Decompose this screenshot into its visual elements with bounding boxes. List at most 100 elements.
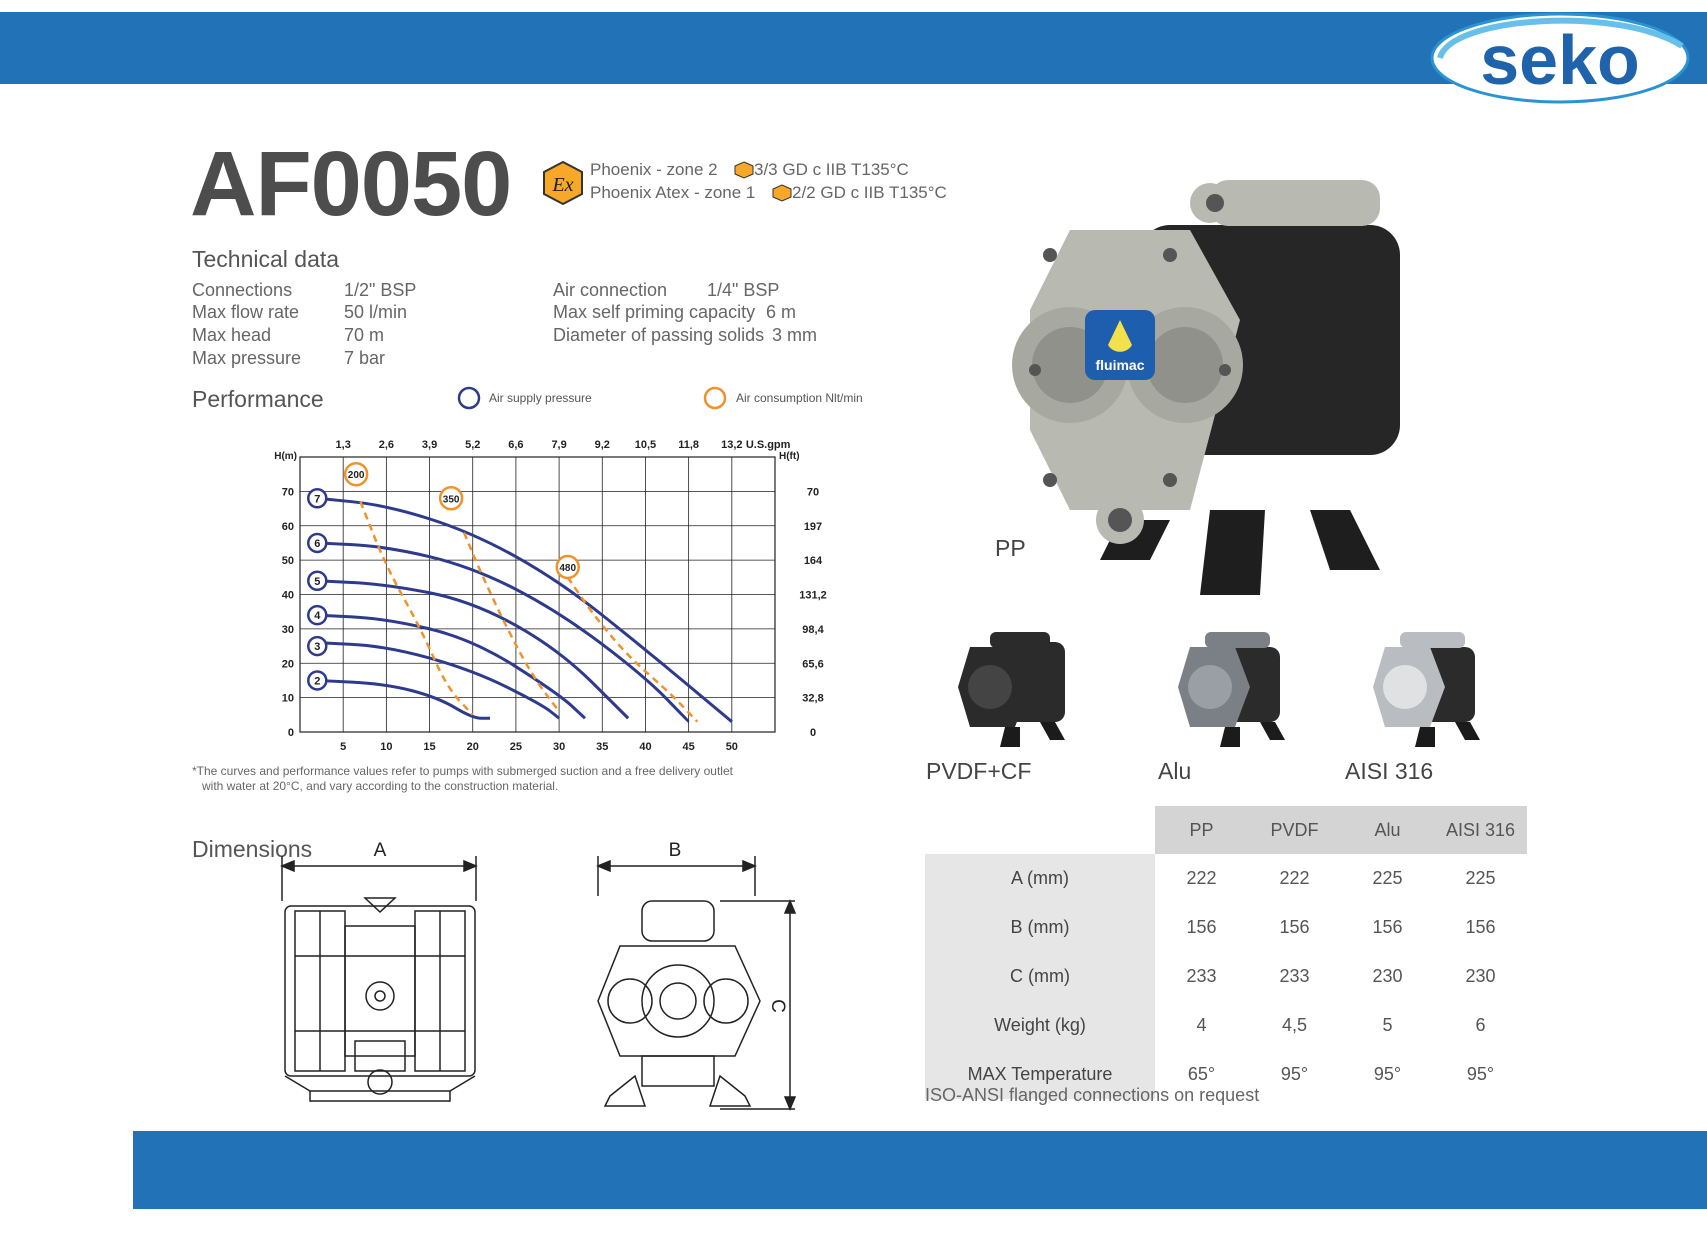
- chart-series: [317, 496, 733, 723]
- top-tick-label: 7,9: [551, 439, 566, 451]
- table-cell: 95°: [1466, 1064, 1495, 1084]
- table-cell: 233: [1279, 966, 1310, 986]
- y-tick-label: 30: [282, 624, 294, 636]
- table-header-pvdf: PVDF: [1248, 806, 1341, 854]
- consumption-curve-350: [462, 532, 561, 713]
- table-header-row: PP PVDF Alu AISI 316: [925, 806, 1527, 854]
- pressure-marker-2: [307, 670, 328, 691]
- table-cell: 222: [1279, 868, 1310, 888]
- table-cell: 156: [1372, 917, 1403, 937]
- chart-grid: [299, 456, 776, 733]
- x-tick-label: 5: [340, 741, 346, 753]
- y-tick-label: 40: [282, 590, 294, 602]
- y-tick-label: 60: [282, 521, 294, 533]
- dimensions-table: PP PVDF Alu AISI 316 A (mm) 222 222 225 …: [925, 806, 1527, 1099]
- x-tick-label: 15: [423, 741, 435, 753]
- consumption-curve-200: [359, 501, 474, 716]
- table-cell: 156: [1279, 917, 1310, 937]
- pressure-marker-3: [307, 635, 328, 657]
- consumption-marker-200: [343, 461, 369, 487]
- spec-value-connections: 1/2" BSP: [344, 280, 417, 300]
- table-header-blank: [925, 806, 1155, 854]
- photo-label-pp: PP: [995, 535, 1026, 561]
- x-tick-label: 40: [639, 741, 651, 753]
- ex-small-icon: [734, 161, 754, 179]
- top-tick-label: 9,2: [595, 439, 610, 451]
- table-cell: 233: [1186, 966, 1217, 986]
- table-header-alu: Alu: [1341, 806, 1434, 854]
- table-row: A (mm) 222 222 225 225: [925, 854, 1527, 903]
- top-tick-label: 10,5: [635, 439, 656, 451]
- cert-line2-label: Phoenix Atex - zone 1: [590, 183, 756, 202]
- consumption-marker-480: [555, 554, 580, 580]
- y-tick-label: 20: [282, 658, 294, 670]
- table-cell: 156: [1186, 917, 1217, 937]
- table-cell: 6: [1475, 1015, 1486, 1035]
- dimension-b-label: B: [669, 840, 682, 861]
- top-tick-label: 2,6: [379, 439, 394, 451]
- sticker-text: fluimac: [1095, 357, 1144, 373]
- top-tick-label: 11,8: [678, 439, 699, 451]
- footnote-line-1: *The curves and performance values refer…: [192, 764, 733, 778]
- y-right-tick-label: 131,2: [799, 590, 827, 602]
- pressure-marker-label: 6: [314, 538, 320, 550]
- table-cell: 222: [1186, 868, 1217, 888]
- table-cell: 5: [1382, 1015, 1393, 1035]
- top-tick-label: 6,6: [508, 439, 523, 451]
- y-right-tick-label: 65,6: [802, 658, 823, 670]
- table-row-label: C (mm): [925, 952, 1155, 1001]
- x-tick-label: 10: [380, 741, 392, 753]
- legend-air-consumption-icon: [703, 386, 727, 410]
- y-right-tick-label: 197: [804, 521, 822, 533]
- spec-label-max-head: Max head: [192, 325, 272, 345]
- iso-ansi-note: ISO-ANSI flanged connections on request: [925, 1085, 1260, 1105]
- y-right-tick-label: 32,8: [802, 693, 823, 705]
- pressure-marker-label: 2: [314, 675, 320, 687]
- x-tick-label: 45: [683, 741, 695, 753]
- spec-value-max-head: 70 m: [344, 325, 385, 345]
- ex-small-icon: [772, 184, 792, 202]
- consumption-marker-label: 480: [559, 563, 576, 574]
- table-cell: 225: [1372, 868, 1403, 888]
- table-row-label: B (mm): [925, 903, 1155, 952]
- table-row-label: Weight (kg): [925, 1001, 1155, 1050]
- y-right-tick-label: 164: [804, 555, 823, 567]
- table-row-label: A (mm): [925, 854, 1155, 903]
- table-row: C (mm) 233 233 230 230: [925, 952, 1527, 1001]
- legend-air-supply-text: Air supply pressure: [489, 391, 592, 405]
- header-band: [0, 12, 1707, 84]
- y-right-axis-label: H(ft): [779, 451, 800, 462]
- ex-hexagon-icon: Ex: [543, 160, 583, 206]
- pump-photo-pp: fluimac: [1012, 180, 1400, 595]
- table-cell: 65°: [1187, 1064, 1216, 1084]
- technical-data-title: Technical data: [192, 246, 340, 272]
- y-right-tick-label: 98,4: [802, 624, 824, 636]
- pressure-marker-label: 4: [314, 610, 321, 622]
- table-cell: 230: [1372, 966, 1403, 986]
- table-header-aisi: AISI 316: [1434, 806, 1527, 854]
- spec-label-self-priming: Max self priming capacity: [553, 302, 756, 322]
- photo-label-pvdf: PVDF+CF: [926, 758, 1032, 784]
- photo-label-aisi: AISI 316: [1345, 758, 1434, 784]
- spec-label-max-pressure: Max pressure: [192, 348, 302, 368]
- y-tick-label: 0: [288, 727, 294, 739]
- pump-photo-aisi: [1373, 632, 1480, 747]
- pressure-curve-3: [317, 641, 561, 720]
- pressure-curve-6: [317, 541, 690, 723]
- logo-text: seko: [1480, 21, 1640, 99]
- table-cell: 4: [1196, 1015, 1207, 1035]
- table-row: B (mm) 156 156 156 156: [925, 903, 1527, 952]
- table-cell: 156: [1465, 917, 1496, 937]
- performance-footnote: *The curves and performance values refer…: [192, 764, 812, 794]
- y-tick-label: 70: [282, 486, 294, 498]
- dimensions-title: Dimensions: [192, 836, 313, 862]
- pressure-marker-label: 3: [314, 641, 320, 653]
- x-tick-label: 35: [596, 741, 608, 753]
- legend-air-consumption-text: Air consumption Nlt/min: [736, 391, 863, 405]
- seko-logo: seko: [1430, 12, 1690, 104]
- table-cell: 4,5: [1281, 1015, 1308, 1035]
- consumption-marker-label: 350: [443, 494, 460, 505]
- dimension-c-label: C: [767, 999, 788, 1013]
